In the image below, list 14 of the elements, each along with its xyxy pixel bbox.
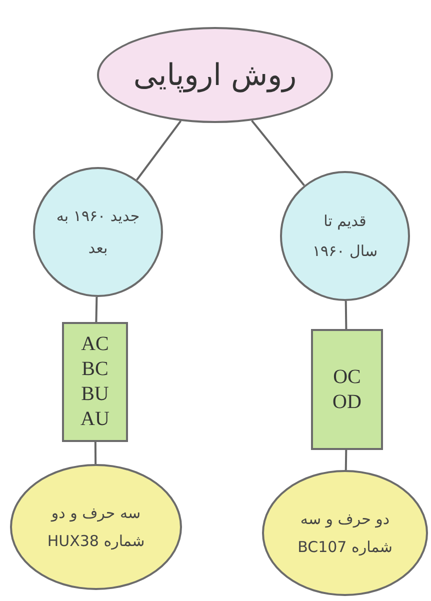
- node-label: قدیم تا سال ۱۹۶۰: [311, 211, 379, 262]
- connector-line: [344, 450, 348, 470]
- connector-line: [94, 442, 97, 464]
- node-label: AC BC BU AU: [80, 332, 110, 432]
- code-box: [311, 329, 383, 450]
- node-label: روش اروپایی: [132, 56, 298, 94]
- node-label: OC OD: [332, 364, 362, 414]
- connector-line: [136, 120, 182, 180]
- node-label: سه حرف و دو شماره HUX38: [46, 503, 146, 552]
- connector-line: [95, 296, 98, 322]
- node-label: جدید ۱۹۶۰ به بعد: [55, 206, 141, 259]
- node-label: دو حرف و سه شماره BC107: [296, 509, 394, 558]
- code-box: [62, 322, 128, 442]
- connector-line: [344, 300, 348, 330]
